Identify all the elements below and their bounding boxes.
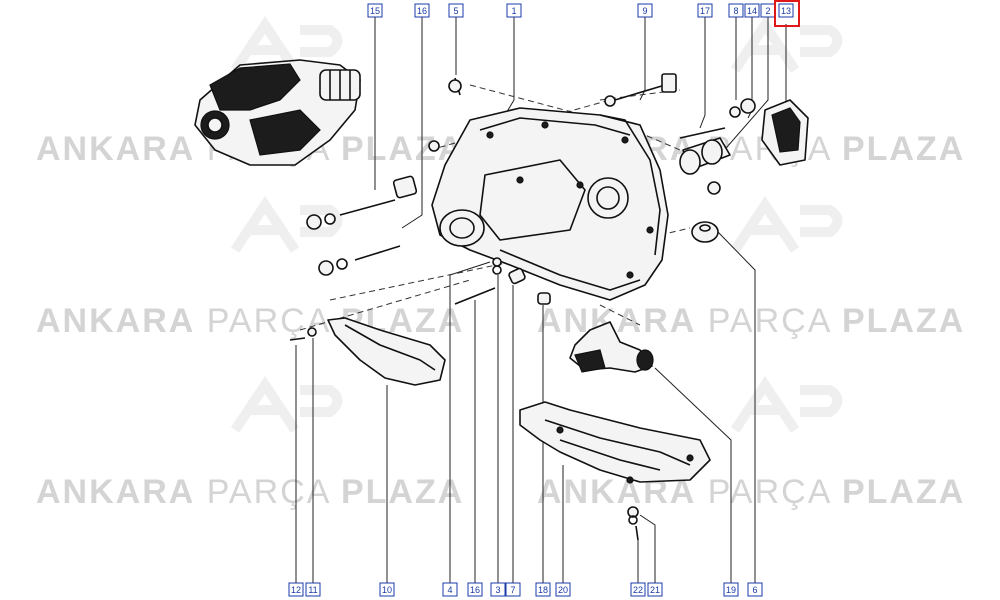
- svg-text:8: 8: [733, 6, 738, 16]
- callout-9[interactable]: 9: [637, 3, 653, 18]
- svg-text:2: 2: [765, 6, 770, 16]
- callout-4[interactable]: 4: [442, 582, 458, 597]
- callout-21[interactable]: 21: [647, 582, 663, 597]
- watermark-row-3-right: ANKARA PARÇA PLAZA: [537, 473, 965, 511]
- svg-text:4: 4: [447, 585, 452, 595]
- watermark-row-2-left: ANKARA PARÇA PLAZA: [36, 302, 464, 340]
- svg-text:16: 16: [470, 585, 480, 595]
- callout-18[interactable]: 18: [535, 582, 551, 597]
- svg-text:14: 14: [747, 6, 757, 16]
- watermark-row-3-left: ANKARA PARÇA PLAZA: [36, 473, 464, 511]
- gearbox-housing: [431, 107, 669, 301]
- svg-text:19: 19: [726, 585, 736, 595]
- shield-part-10: [289, 317, 446, 386]
- svg-text:13: 13: [781, 6, 791, 16]
- leader-lines: [295, 17, 787, 583]
- callout-3[interactable]: 3: [490, 582, 506, 597]
- callout-22[interactable]: 22: [630, 582, 646, 597]
- callout-20[interactable]: 20: [555, 582, 571, 597]
- sensor-part-13: [761, 99, 809, 166]
- callout-7[interactable]: 7: [505, 582, 521, 597]
- bottom-cover-part-20: [519, 401, 711, 541]
- svg-text:7: 7: [510, 585, 515, 595]
- small-parts-bottom: [454, 257, 551, 305]
- svg-text:10: 10: [382, 585, 392, 595]
- svg-text:9: 9: [642, 6, 647, 16]
- callout-13[interactable]: 13: [774, 0, 800, 27]
- callout-8[interactable]: 8: [728, 3, 744, 18]
- svg-text:12: 12: [291, 585, 301, 595]
- watermark-bold: ANKARA: [36, 130, 195, 168]
- callout-12[interactable]: 12: [288, 582, 304, 597]
- callout-13-highlight: [774, 0, 800, 27]
- callout-6[interactable]: 6: [747, 582, 763, 597]
- svg-text:15: 15: [370, 6, 380, 16]
- callout-14[interactable]: 14: [744, 3, 760, 18]
- callout-11[interactable]: 11: [305, 582, 321, 597]
- callout-16-bottom[interactable]: 16: [467, 582, 483, 597]
- bottom-callouts: 12 11 10 4 16 3 7 18 20 22 21 19 6: [288, 582, 763, 597]
- assembled-gearbox-inset: [194, 59, 361, 166]
- callout-5[interactable]: 5: [448, 3, 464, 18]
- callout-10[interactable]: 10: [379, 582, 395, 597]
- bolt-and-sleeve-right: [604, 73, 756, 195]
- svg-text:11: 11: [308, 585, 317, 595]
- studs-and-nuts-left: [306, 77, 462, 276]
- selector-part-19: [569, 321, 654, 373]
- svg-text:17: 17: [700, 6, 710, 16]
- mount-part-6: [691, 221, 719, 243]
- svg-text:18: 18: [538, 585, 548, 595]
- callout-19[interactable]: 19: [723, 582, 739, 597]
- svg-text:3: 3: [495, 585, 500, 595]
- svg-text:1: 1: [511, 6, 516, 16]
- svg-text:22: 22: [633, 585, 643, 595]
- callout-16[interactable]: 16: [414, 3, 430, 18]
- watermark-bold2: PLAZA: [341, 130, 464, 168]
- svg-text:6: 6: [752, 585, 757, 595]
- top-callouts: 15 16 5 1 9 17 8 14 2 13: [367, 0, 800, 27]
- callout-17[interactable]: 17: [697, 3, 713, 18]
- svg-text:20: 20: [558, 585, 568, 595]
- watermark-logo: [230, 15, 843, 433]
- callout-2[interactable]: 2: [760, 3, 776, 18]
- callout-1[interactable]: 1: [506, 3, 522, 18]
- callout-15[interactable]: 15: [367, 3, 383, 18]
- svg-text:5: 5: [453, 6, 458, 16]
- svg-text:21: 21: [650, 585, 660, 595]
- svg-text:16: 16: [417, 6, 427, 16]
